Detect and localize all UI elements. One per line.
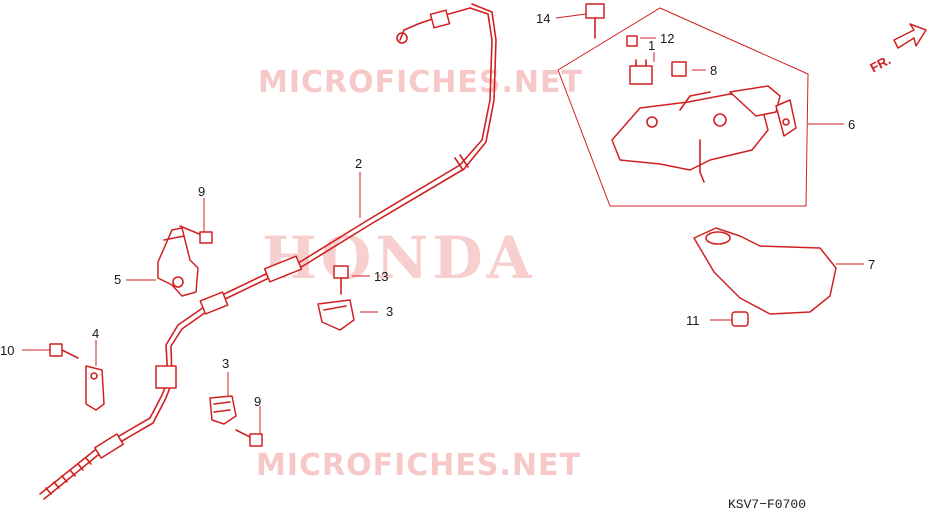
- callouts: 1 2 3 3 4 5 6 7 8 9 9 10 11 12 13 14: [0, 11, 875, 409]
- clamp-3-lower: [209, 395, 237, 425]
- callout-12: 12: [660, 31, 674, 46]
- lever-assembly-6: [611, 85, 797, 183]
- front-arrow-icon: [893, 23, 927, 49]
- callout-8: 8: [710, 63, 717, 78]
- assembly-box: [557, 7, 809, 207]
- clamp-3-upper: [317, 299, 355, 331]
- cable-fitting-lower: [94, 433, 124, 459]
- grommet-11: [731, 311, 749, 327]
- callout-9-lower: 9: [254, 394, 261, 409]
- watermark-top: MICROFICHES.NET: [258, 65, 583, 100]
- stay-4: [85, 365, 105, 411]
- brake-cable: [39, 3, 497, 500]
- bracket-5: [157, 227, 199, 297]
- callout-2: 2: [355, 156, 362, 171]
- front-label: FR.: [868, 52, 894, 75]
- bolt-13: [333, 265, 349, 295]
- callout-6: 6: [848, 117, 855, 132]
- cable-fitting-upper: [263, 255, 303, 283]
- nut-8: [671, 61, 687, 77]
- callout-3-upper: 3: [386, 304, 393, 319]
- watermark-brand: HONDA: [262, 224, 536, 292]
- diagram-code: KSV7−F0700: [728, 497, 806, 512]
- switch-1: [629, 59, 653, 85]
- callout-9-upper: 9: [198, 184, 205, 199]
- callout-1: 1: [648, 38, 655, 53]
- leader-lines: [22, 13, 864, 434]
- cable-end-fitting: [429, 9, 451, 29]
- bolt-9-upper: [179, 225, 213, 244]
- watermark-bottom: MICROFICHES.NET: [256, 448, 581, 483]
- front-direction-indicator: FR.: [868, 23, 927, 75]
- bolt-10: [49, 343, 79, 359]
- bolt-12: [626, 35, 638, 47]
- callout-4: 4: [92, 326, 99, 341]
- callout-3-lower: 3: [222, 356, 229, 371]
- callout-5: 5: [114, 272, 121, 287]
- cable-fitting-mid: [155, 365, 177, 389]
- cover-7: [693, 227, 837, 315]
- cable-fitting-joint: [199, 291, 229, 315]
- callout-10: 10: [0, 343, 14, 358]
- bolt-9-lower: [235, 429, 263, 447]
- callout-14: 14: [536, 11, 550, 26]
- bolt-14: [585, 3, 605, 39]
- callout-7: 7: [868, 257, 875, 272]
- callout-13: 13: [374, 269, 388, 284]
- callout-11: 11: [686, 313, 700, 328]
